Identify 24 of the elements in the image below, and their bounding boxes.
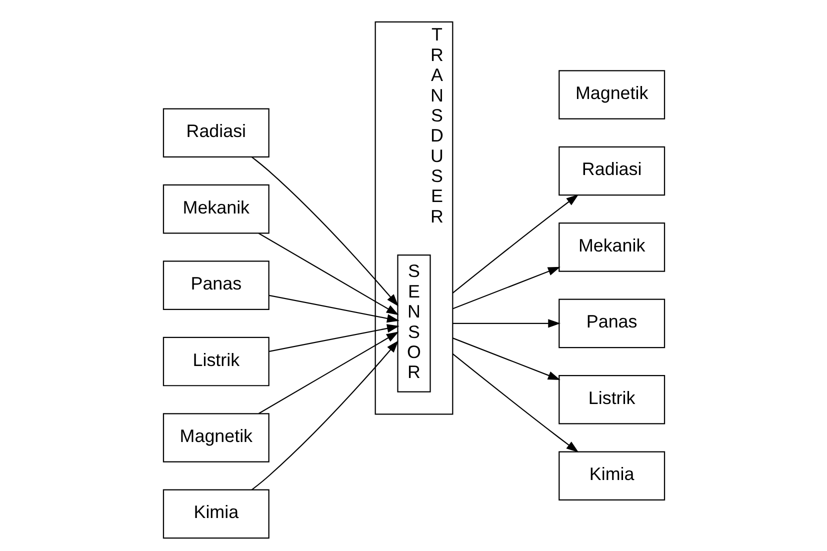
- arrow: [452, 353, 578, 452]
- node-box: Kimia: [162, 489, 269, 539]
- arrow: [452, 266, 560, 310]
- arrow: [268, 324, 399, 352]
- node-box: Radiasi: [162, 108, 269, 158]
- node-box: Mekanik: [162, 184, 269, 234]
- node-box: Radiasi: [558, 146, 665, 196]
- node-box: Mekanik: [558, 222, 665, 272]
- arrow: [258, 332, 398, 414]
- arrow: [452, 338, 560, 380]
- arrow: [258, 232, 398, 316]
- arrow: [268, 294, 399, 323]
- node-box: Panas: [162, 260, 269, 310]
- node-box: SENSOR: [396, 254, 430, 392]
- node-box: Listrik: [558, 374, 665, 424]
- node-box: Listrik: [162, 336, 269, 386]
- node-box: Panas: [558, 298, 665, 348]
- node-box: Kimia: [558, 451, 665, 501]
- arrow: [250, 156, 398, 306]
- node-box: Magnetik: [162, 413, 269, 462]
- node-box: Magnetik: [558, 70, 665, 120]
- arrow: [452, 319, 560, 328]
- arrow: [250, 340, 398, 490]
- arrow: [452, 194, 578, 294]
